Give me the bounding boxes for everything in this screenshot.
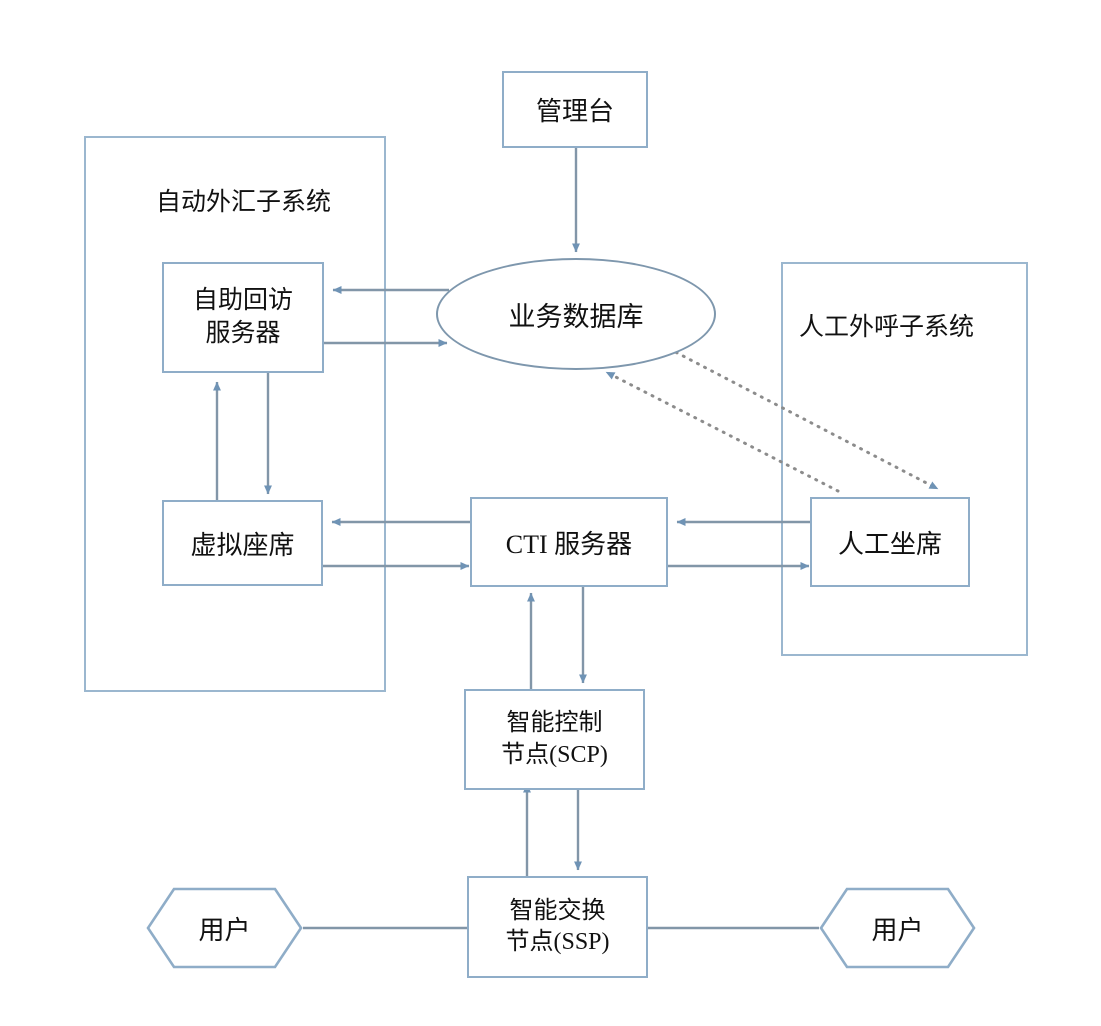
node-virtual-agent-label: 虚拟座席: [190, 530, 295, 560]
node-manual-agent-label: 人工坐席: [837, 529, 942, 559]
node-cti-server[interactable]: CTI 服务器: [470, 497, 668, 587]
node-cti-server-label: CTI 服务器: [505, 529, 633, 559]
node-virtual-agent[interactable]: 虚拟座席: [162, 500, 323, 586]
container-auto-fx-subsystem-label: 自动外汇子系统: [156, 189, 332, 216]
node-user-right[interactable]: 用户: [819, 887, 976, 969]
node-user-right-label: 用户: [871, 915, 924, 945]
node-self-service-callback-server-label-line2: 服务器: [205, 319, 281, 347]
node-management-console[interactable]: 管理台: [502, 71, 648, 148]
node-scp-node-label-line1: 智能控制: [506, 710, 603, 737]
node-ssp-node-label-line1: 智能交换: [509, 897, 606, 924]
node-user-left[interactable]: 用户: [146, 887, 303, 969]
container-auto-fx-subsystem: [84, 136, 386, 692]
container-manual-outbound-subsystem: [781, 262, 1028, 656]
node-management-console-label: 管理台: [535, 97, 614, 126]
node-manual-agent[interactable]: 人工坐席: [810, 497, 970, 587]
edge-manual-agent-to-database-dotted: [604, 370, 840, 493]
node-scp-node-label-line2: 节点(SCP): [501, 741, 608, 768]
node-ssp-node[interactable]: 智能交换 节点(SSP): [467, 876, 648, 978]
node-business-database-label: 业务数据库: [508, 301, 644, 332]
hexagon-shape-left: [146, 887, 303, 969]
edge-database-to-manual-agent-dotted: [660, 343, 940, 491]
node-business-database[interactable]: 业务数据库: [436, 258, 716, 370]
container-manual-outbound-subsystem-label: 人工外呼子系统: [799, 314, 975, 341]
node-ssp-node-label-line2: 节点(SSP): [505, 929, 610, 955]
node-user-left-label: 用户: [198, 915, 251, 945]
node-self-service-callback-server[interactable]: 自助回访 服务器: [162, 262, 324, 373]
node-scp-node[interactable]: 智能控制 节点(SCP): [464, 689, 645, 790]
hexagon-shape-right: [819, 887, 976, 969]
node-self-service-callback-server-label-line1: 自助回访: [192, 287, 293, 314]
